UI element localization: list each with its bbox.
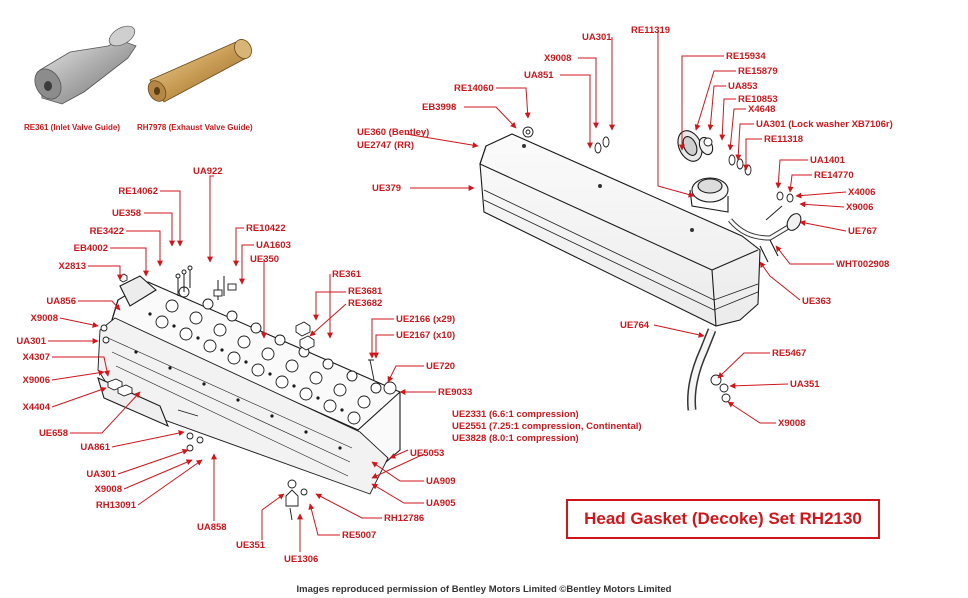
part-label: EB4002 <box>73 243 108 254</box>
part-label: UE764 <box>620 320 650 331</box>
part-label: RE3682 <box>348 298 383 309</box>
part-label: UA856 <box>46 296 76 307</box>
part-label: UA853 <box>728 81 758 92</box>
part-label: X9008 <box>30 313 58 324</box>
part-label: RE10422 <box>246 223 286 234</box>
part-label: X9006 <box>846 202 874 213</box>
part-label: UA905 <box>426 498 456 509</box>
part-label: RH12786 <box>384 513 425 524</box>
part-label: RE14770 <box>814 170 854 181</box>
part-label: UE363 <box>802 296 832 307</box>
part-label: RE3422 <box>89 226 124 237</box>
part-label: RE11319 <box>631 25 671 36</box>
leader-arrows <box>48 30 847 552</box>
part-label: UE2166 (x29) <box>396 314 456 325</box>
inlet-valve-guide-photo <box>34 25 137 105</box>
part-label: UE720 <box>426 361 456 372</box>
part-label: RE9033 <box>438 387 473 398</box>
inlet-guide-caption: RE361 (Inlet Valve Guide) <box>24 123 121 132</box>
part-label: UE3828 (8.0:1 compression) <box>452 433 579 444</box>
copyright-credit: Images reproduced permission of Bentley … <box>296 584 672 595</box>
part-label: UA922 <box>193 166 223 177</box>
part-label: UA909 <box>426 476 456 487</box>
part-label: RE5467 <box>772 348 807 359</box>
part-label: UE350 <box>250 254 280 265</box>
part-label: UA301 (Lock washer XB7106r) <box>756 119 893 130</box>
part-label: UA301 <box>582 32 612 43</box>
part-label: UE2331 (6.6:1 compression) <box>452 409 579 420</box>
part-label: UA851 <box>524 70 554 81</box>
part-label: RE5007 <box>342 530 377 541</box>
part-label: UA351 <box>790 379 820 390</box>
exhaust-guide-caption: RH7978 (Exhaust Valve Guide) <box>137 123 253 132</box>
part-label: UE358 <box>111 208 141 219</box>
part-label: UA1603 <box>256 240 291 251</box>
part-label: RE14060 <box>454 83 494 94</box>
part-label: UE2747 (RR) <box>357 140 415 151</box>
part-label: RE11318 <box>764 134 804 145</box>
part-label: UA301 <box>86 469 116 480</box>
part-label: X9006 <box>22 375 50 386</box>
part-label: UE658 <box>38 428 68 439</box>
part-label: X4307 <box>22 352 50 363</box>
part-label: UA301 <box>16 336 46 347</box>
exhaust-valve-guide-photo <box>147 39 252 103</box>
part-label: RE10853 <box>738 94 778 105</box>
rocker-cover-drawing <box>479 126 802 411</box>
part-label: UE379 <box>372 183 402 194</box>
part-label: RE14062 <box>118 186 158 197</box>
part-label: UE360 (Bentley) <box>357 127 430 138</box>
cylinder-head-drawing <box>97 265 401 521</box>
part-label: X2813 <box>58 261 86 272</box>
part-label: RE3681 <box>348 286 383 297</box>
part-label: RE361 <box>332 269 362 280</box>
part-label: WHT002908 <box>836 259 890 270</box>
part-label: UE351 <box>236 540 266 551</box>
set-title-box: Head Gasket (Decoke) Set RH2130 <box>566 499 880 539</box>
part-label: X9008 <box>778 418 806 429</box>
part-label: RE15934 <box>726 51 766 62</box>
part-label: X4006 <box>848 187 876 198</box>
part-label: EB3998 <box>422 102 457 113</box>
part-label: X4648 <box>748 104 776 115</box>
part-label: UA861 <box>80 442 110 453</box>
part-label: UE1306 <box>284 554 319 565</box>
part-label: UE2167 (x10) <box>396 330 456 341</box>
part-label: X9008 <box>94 484 122 495</box>
set-title: Head Gasket (Decoke) Set RH2130 <box>584 509 862 528</box>
part-label: RE15879 <box>738 66 778 77</box>
part-label: UE2551 (7.25:1 compression, Continental) <box>452 421 642 432</box>
part-label: X4404 <box>22 402 50 413</box>
part-label: UE5053 <box>410 448 445 459</box>
part-label: UA1401 <box>810 155 845 166</box>
part-label: UE767 <box>848 226 878 237</box>
part-label: RH13091 <box>95 500 136 511</box>
part-label: X9008 <box>544 53 572 64</box>
part-label: UA858 <box>197 522 227 533</box>
